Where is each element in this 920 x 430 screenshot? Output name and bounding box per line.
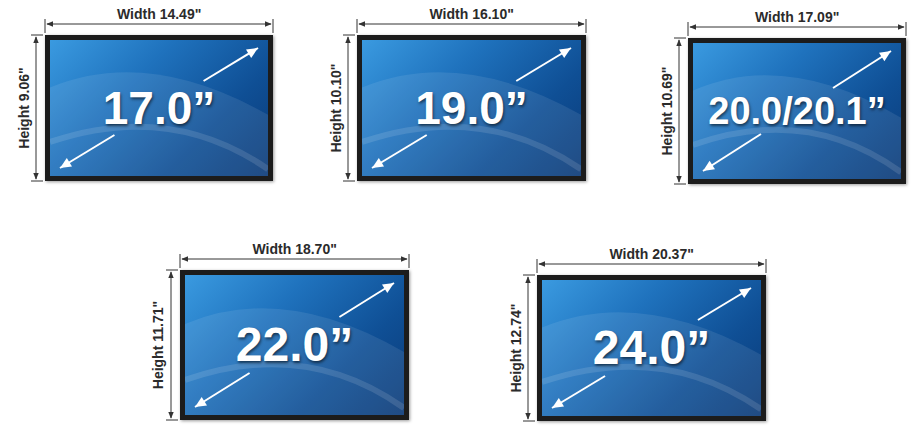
width-dimension: Width 17.09" [755, 9, 839, 25]
diagonal-line [698, 288, 751, 320]
arrow-head [552, 398, 564, 408]
arrow-head [246, 48, 258, 58]
height-dimension: Height 10.10" [327, 63, 343, 152]
width-dimension: Width 18.70" [253, 241, 337, 257]
screen-size: 20.0/20.1” [708, 92, 885, 130]
arrow-head [559, 48, 571, 58]
screen-swoosh [693, 130, 901, 173]
screen-swoosh [50, 127, 268, 170]
diagonal-line [552, 376, 605, 408]
screen-glare [50, 72, 268, 176]
diagonal-line [372, 135, 427, 168]
diagonal-line [60, 135, 114, 168]
screen-swoosh [362, 127, 581, 170]
diagonal-line [195, 373, 250, 407]
width-dimension: Width 20.37" [610, 246, 694, 262]
arrow-head [879, 51, 891, 61]
height-dimension: Height 10.69" [658, 66, 674, 155]
screen-swoosh [542, 367, 761, 410]
screen-size: 17.0” [103, 85, 216, 131]
screen-glare [693, 75, 901, 179]
screen-size: 22.0” [236, 321, 353, 369]
diagonal-line [833, 51, 891, 88]
diagonal-line [516, 48, 571, 81]
screen-swoosh [185, 364, 404, 408]
monitor-screen: 19.0” [357, 35, 586, 181]
diagonal-line [703, 134, 761, 171]
monitor-screen: 17.0” [45, 35, 273, 181]
height-dimension: Height 11.71" [150, 301, 166, 389]
arrow-head [703, 161, 715, 171]
monitor-screen: 20.0/20.1” [688, 38, 906, 184]
height-dimension: Height 12.74" [507, 303, 523, 392]
screen-size: 19.0” [415, 85, 528, 131]
screen-glare [362, 72, 581, 176]
diagonal-line [204, 48, 258, 81]
arrow-head [195, 397, 207, 407]
width-dimension: Width 16.10" [430, 6, 514, 22]
diagonal-line [339, 283, 394, 317]
monitor-screen: 24.0” [537, 275, 766, 421]
arrow-head [739, 288, 751, 298]
arrow-head [60, 158, 72, 168]
arrow-head [372, 158, 384, 168]
monitor-screen: 22.0” [180, 270, 409, 420]
screen-size: 24.0” [593, 324, 710, 372]
width-dimension: Width 14.49" [117, 6, 201, 22]
screen-glare [542, 312, 761, 416]
height-dimension: Height 9.06" [15, 67, 31, 148]
screen-glare [185, 308, 404, 415]
arrow-head [382, 283, 394, 293]
